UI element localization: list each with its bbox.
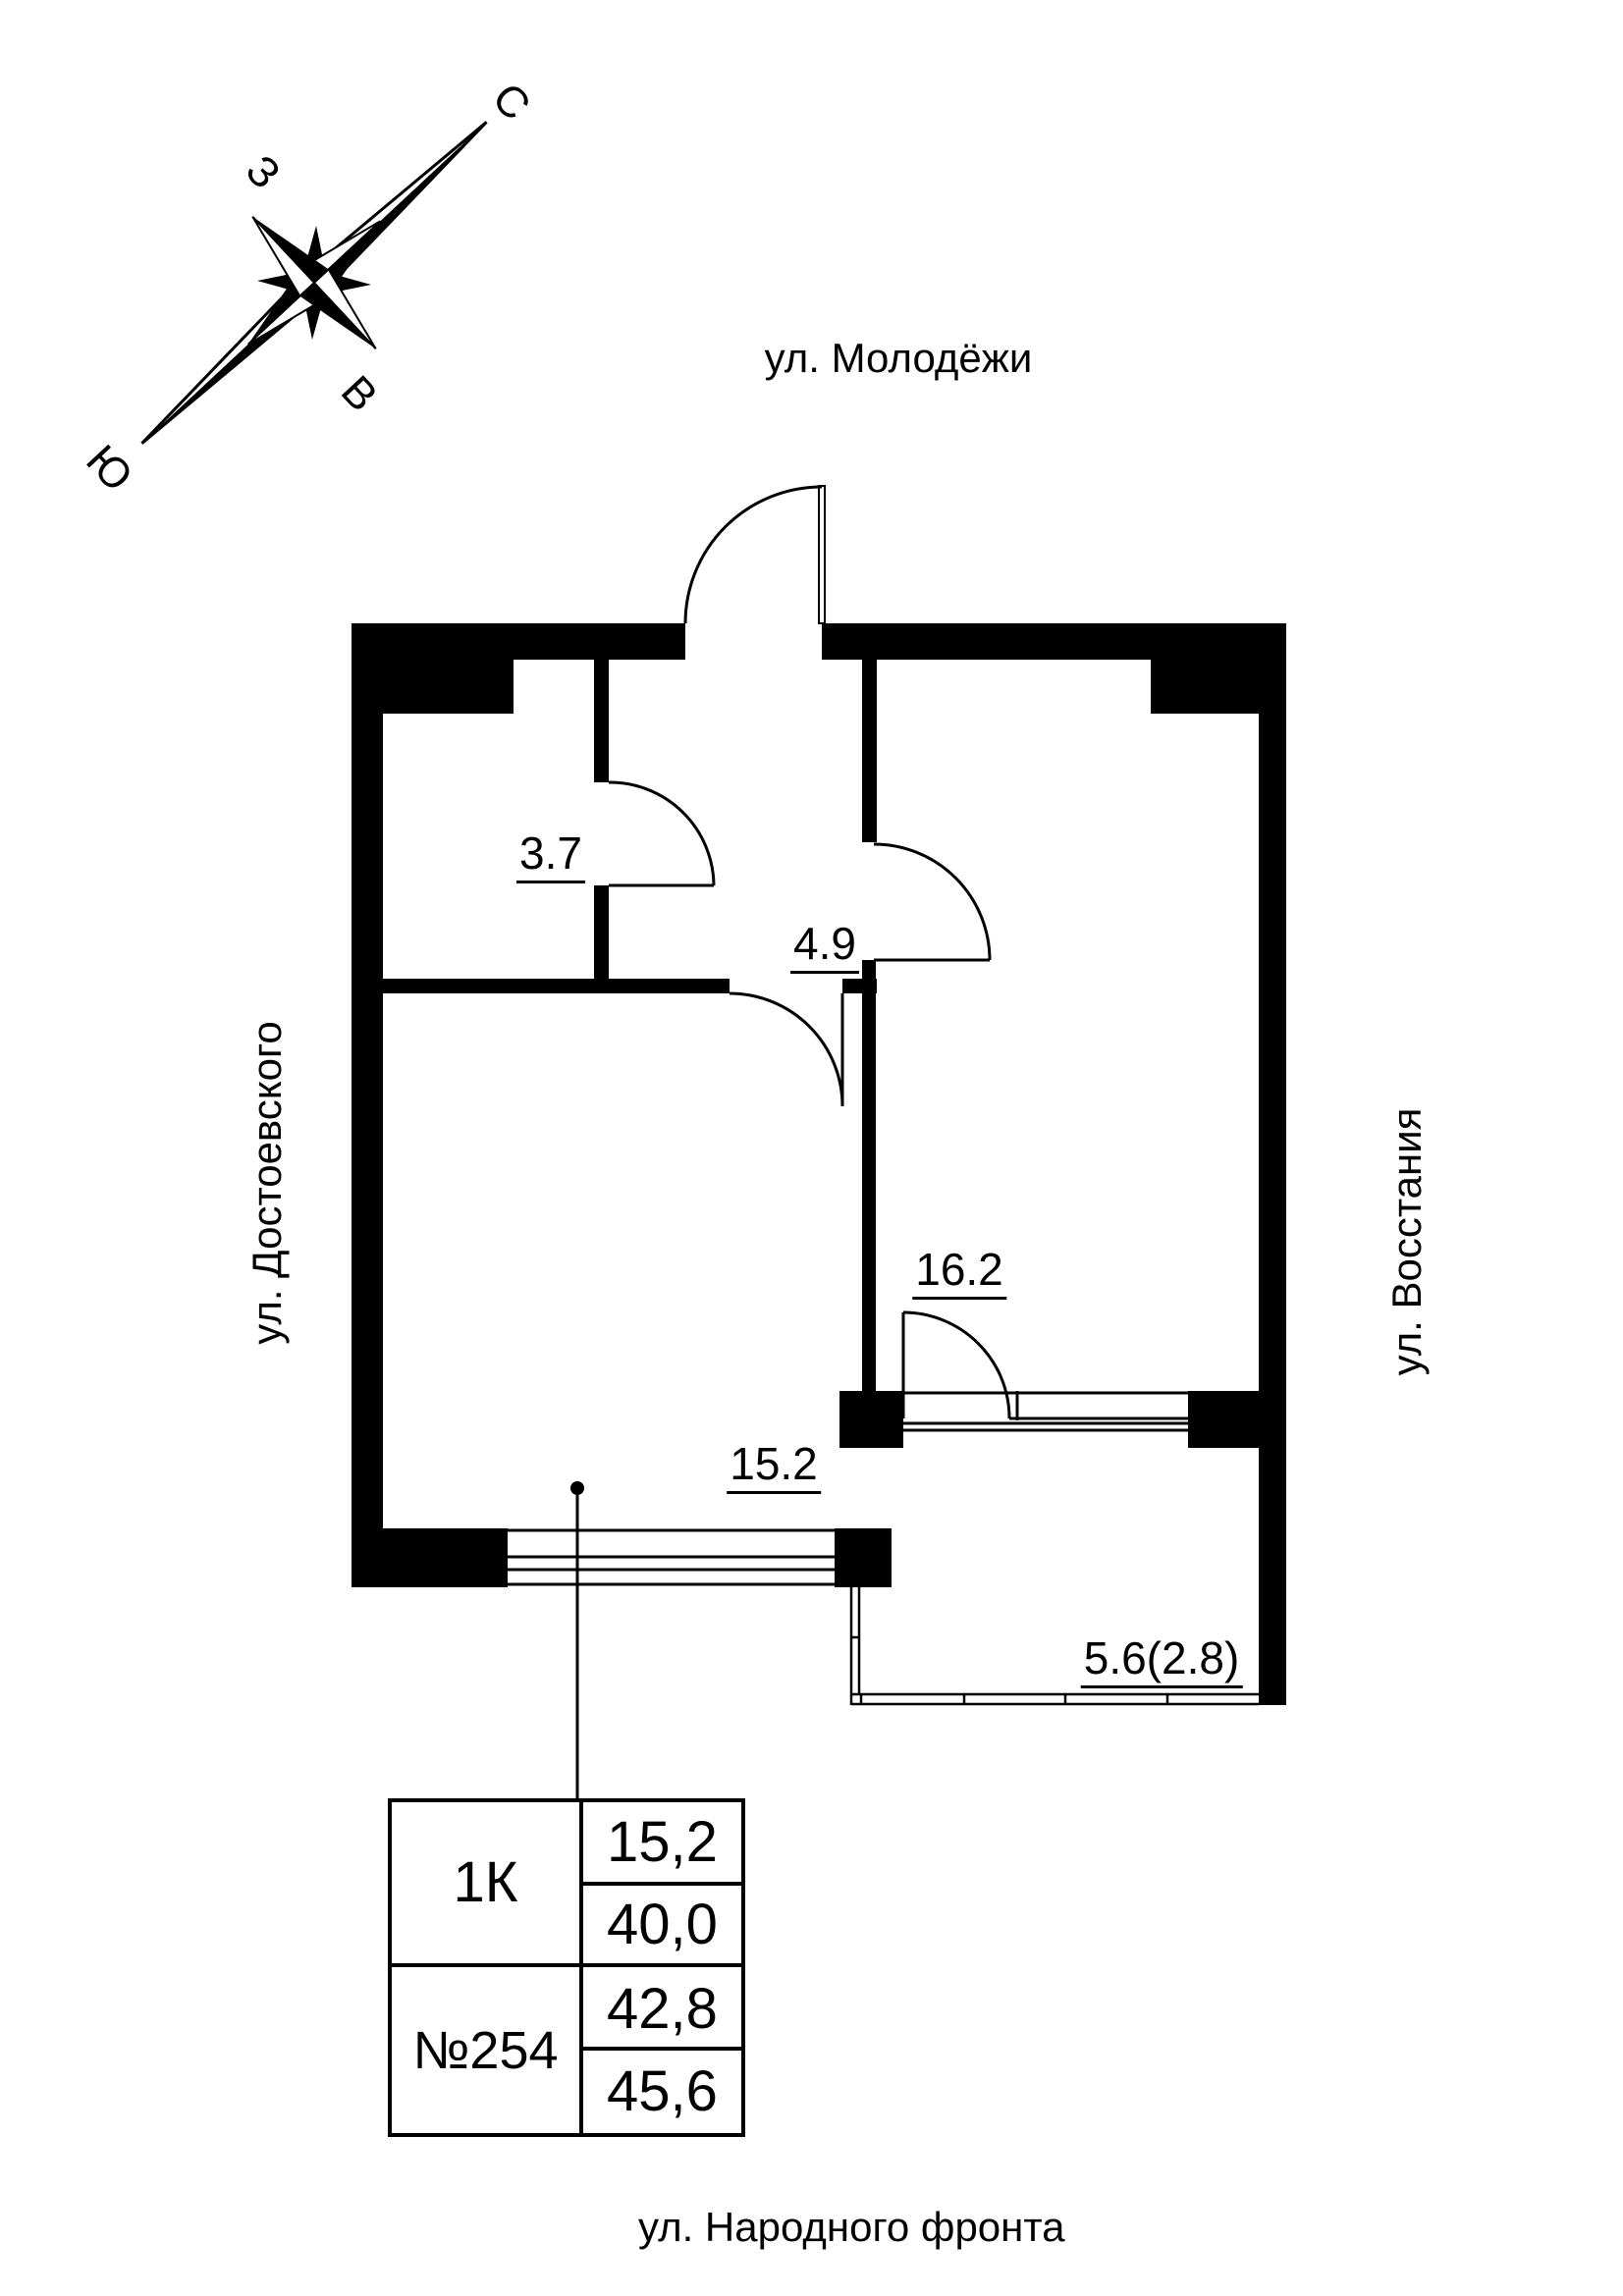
mid-area-value: 42,8 xyxy=(607,1976,718,2041)
bathroom-door xyxy=(608,780,716,887)
balcony-railing xyxy=(849,1582,1259,1706)
apartment-type: 1К xyxy=(453,1850,518,1914)
apartment-info-table: 1К №254 15,2 40,0 42,8 45,6 xyxy=(388,1798,745,2137)
entrance-door xyxy=(683,485,826,624)
living-room-window xyxy=(508,1528,835,1586)
table-row-divider-3 xyxy=(579,2047,741,2051)
street-label-top: ул. Молодёжи xyxy=(764,335,1033,381)
compass-label-west: З xyxy=(237,146,290,198)
room-label-bathroom: 3.7 xyxy=(516,830,585,883)
living-area-value: 15,2 xyxy=(607,1809,718,1874)
street-label-right: ул. Восстания xyxy=(1383,1107,1430,1376)
room-label-living: 15.2 xyxy=(727,1441,821,1494)
compass-label-east: В xyxy=(332,367,387,421)
room-label-hallway: 4.9 xyxy=(790,921,859,974)
room-label-bedroom: 16.2 xyxy=(912,1247,1006,1300)
living-room-door xyxy=(729,991,844,1107)
total-area-value: 45,6 xyxy=(607,2059,718,2123)
balcony-door xyxy=(901,1310,1011,1419)
room-label-balcony: 5.6(2.8) xyxy=(1080,1635,1243,1688)
street-label-bottom: ул. Народного фронта xyxy=(638,2204,1065,2250)
compass-rose: С Ю З В xyxy=(77,74,540,501)
table-row-divider-main xyxy=(392,1963,741,1967)
compass-label-south: Ю xyxy=(77,436,141,501)
table-column-divider xyxy=(579,1802,583,2133)
bedroom-door xyxy=(873,842,992,962)
leader-line xyxy=(570,1481,584,1798)
compass-star xyxy=(247,216,381,349)
bedroom-window xyxy=(889,1391,1193,1432)
street-label-left: ул. Достоевского xyxy=(243,1021,290,1345)
base-area-value: 40,0 xyxy=(607,1892,718,1956)
apartment-number: №254 xyxy=(412,2020,559,2080)
walls xyxy=(352,623,1286,1705)
compass-label-north: С xyxy=(483,74,540,130)
table-row-divider-1 xyxy=(579,1882,741,1886)
